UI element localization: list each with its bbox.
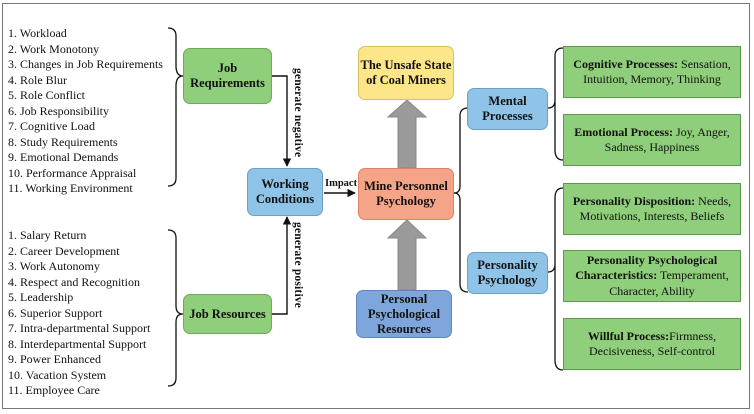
willful-process-box: Willful Process:Firmness, Decisiveness, … (563, 318, 741, 370)
willful-text: Firmness, Decisiveness, Self-control (589, 328, 717, 359)
personality-psychology-node: Personality Psychology (467, 252, 548, 294)
emotional-title: Emotional Process: (574, 124, 673, 139)
requirements-brace (167, 27, 184, 187)
list-item: 9. Power Enhanced (8, 352, 101, 366)
list-item: 8. Interdepartmental Support (8, 336, 147, 351)
diagram-frame (2, 3, 750, 409)
personal-resources-node: Personal Psychological Resources (356, 290, 452, 338)
list-item: 8. Study Requirements (8, 134, 118, 149)
mental-bracket (547, 47, 564, 161)
list-item: 4. Role Blur (8, 72, 67, 87)
disposition-text: Needs, Motivations, Interests, Beliefs (579, 193, 732, 224)
personality-psychology-label: Personality Psychology (477, 258, 538, 287)
job-resources-list: 1. Salary Return 2. Career Development 3… (8, 228, 150, 399)
gray-arrow-up-top (386, 99, 428, 169)
list-item: 11. Working Environment (8, 181, 133, 195)
positive-arrow (272, 216, 292, 315)
list-item: 7. Cognitive Load (8, 119, 95, 133)
emotional-process-box: Emotional Process: Joy, Anger, Sadness, … (563, 114, 741, 166)
generate-negative-label: generate negative (292, 68, 304, 158)
list-item: 6. Superior Support (8, 305, 103, 320)
gray-arrow-up-bottom (386, 219, 428, 291)
job-resources-node: Job Resources (183, 294, 272, 334)
list-item: 5. Role Conflict (8, 88, 85, 102)
psychology-bracket (453, 107, 469, 194)
emotional-text: Joy, Anger, Sadness, Happiness (604, 124, 730, 155)
list-item: 4. Respect and Recognition (8, 274, 140, 289)
mine-personnel-node: Mine Personnel Psychology (358, 168, 454, 220)
cognitive-processes-box: Cognitive Processes: Sensation, Intuitio… (563, 46, 741, 98)
characteristics-text: Temperament, Character, Ability (609, 268, 729, 298)
willful-title: Willful Process: (587, 328, 670, 343)
list-item: 7. Intra-departmental Support (8, 321, 151, 335)
list-item: 11. Employee Care (8, 383, 100, 397)
list-item: 10. Performance Appraisal (8, 165, 137, 180)
personal-resources-label: Personal Psychological Resources (367, 291, 441, 336)
mine-personnel-label: Mine Personnel Psychology (364, 179, 448, 208)
unsafe-state-label: The Unsafe State of Coal Miners (360, 58, 452, 87)
working-conditions-label: Working Conditions (255, 177, 315, 206)
personality-characteristics-box: Personality Psychological Characteristic… (563, 250, 741, 302)
working-conditions-node: Working Conditions (247, 168, 323, 216)
list-item: 6. Job Responsibility (8, 103, 110, 118)
job-requirements-label: Job Requirements (190, 61, 265, 90)
mental-processes-node: Mental Processes (467, 88, 548, 130)
mental-processes-label: Mental Processes (482, 94, 533, 123)
list-item: 5. Leadership (8, 290, 74, 304)
cognitive-text: Sensation, Intuition, Memory, Thinking (583, 56, 731, 87)
negative-arrow (272, 75, 292, 167)
personality-bracket (547, 187, 564, 371)
list-item: 9. Emotional Demands (8, 150, 119, 164)
cognitive-title: Cognitive Processes: (573, 56, 679, 71)
list-item: 2. Career Development (8, 243, 120, 258)
job-requirements-node: Job Requirements (183, 48, 272, 104)
resources-brace (167, 229, 184, 387)
list-item: 2. Work Monotony (8, 41, 100, 56)
disposition-title: Personality Disposition: (572, 193, 696, 208)
characteristics-title: Personality Psychological Characteristic… (575, 252, 718, 283)
list-item: 1. Workload (8, 26, 67, 40)
unsafe-state-node: The Unsafe State of Coal Miners (358, 46, 454, 100)
personality-disposition-box: Personality Disposition: Needs, Motivati… (563, 183, 741, 235)
impact-label: Impact (325, 178, 358, 189)
list-item: 1. Salary Return (8, 228, 87, 242)
list-item: 10. Vacation System (8, 367, 107, 382)
list-item: 3. Work Autonomy (8, 259, 100, 273)
generate-positive-label: generate positive (292, 222, 304, 309)
job-requirements-list: 1. Workload 2. Work Monotony 3. Changes … (8, 26, 163, 197)
list-item: 3. Changes in Job Requirements (8, 57, 163, 71)
job-resources-label: Job Resources (189, 306, 266, 321)
